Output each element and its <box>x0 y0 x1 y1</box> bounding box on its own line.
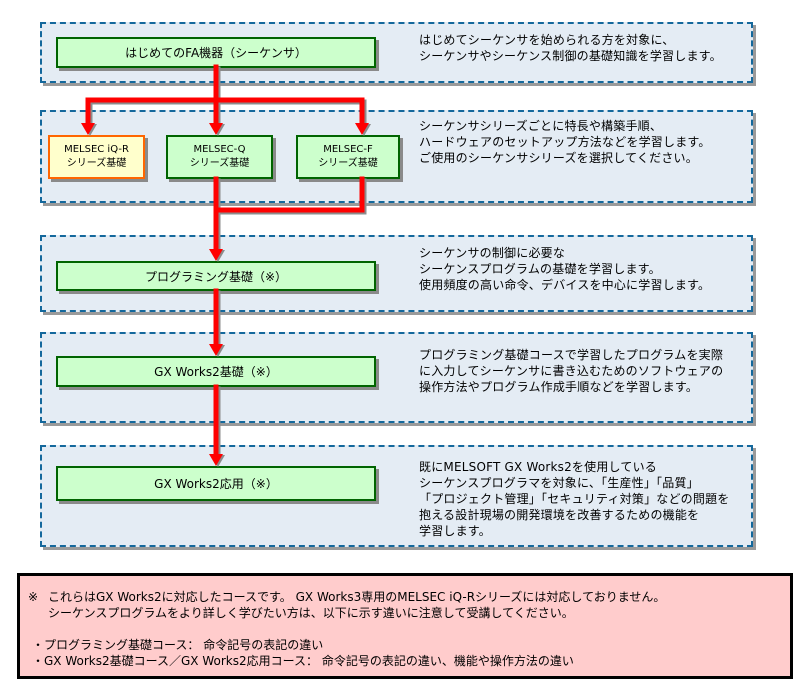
description-line: プログラミング基礎コースで学習したプログラムを実際 <box>419 348 724 362</box>
section-gx-basics-description: プログラミング基礎コースで学習したプログラムを実際 に入力してシーケンサに書き込… <box>419 347 723 395</box>
description-line: に入力してシーケンサに書き込むためのソフトウェアの <box>419 364 724 378</box>
note-box: ※ これらはGX Works2に対応したコースです。 GX Works3専用のM… <box>17 573 793 679</box>
description-line: 使用頻度の高い命令、デバイスを中心に学習します。 <box>419 278 711 292</box>
description-line: シーケンサやシーケンス制御の基礎知識を学習します。 <box>419 49 722 63</box>
description-line: 操作方法やプログラム作成手順などを学習します。 <box>419 380 699 394</box>
section-series-description: シーケンサシリーズごとに特長や構築手順、 ハードウェアのセットアップ方法などを学… <box>419 118 711 166</box>
course-gx-works2-applied[interactable]: GX Works2応用（※） <box>56 466 376 501</box>
note-bullet: ・GX Works2基礎コース／GX Works2応用コース： 命令記号の表記の… <box>32 654 574 668</box>
course-programming-basics[interactable]: プログラミング基礎（※） <box>56 261 376 291</box>
course-label-line1: MELSEC-Q <box>193 144 246 155</box>
course-label: プログラミング基礎（※） <box>144 269 288 284</box>
description-line: 抱える設計現場の開発環境を改善するための機能を <box>419 508 700 522</box>
description-line: シーケンスプログラマを対象に、「生産性」「品質」 <box>419 476 699 490</box>
note-line-2: シーケンスプログラムをより詳しく学びたい方は、以下に示す違いに注意して受講してく… <box>48 606 574 620</box>
course-fa-intro[interactable]: はじめてのFA機器（シーケンサ） <box>56 37 376 68</box>
description-line: ハードウェアのセットアップ方法などを学習します。 <box>419 135 711 149</box>
description-line: 既にMELSOFT GX Works2を使用している <box>419 460 657 474</box>
description-line: 学習します。 <box>419 524 492 538</box>
description-line: はじめてシーケンサを始められる方を対象に、 <box>419 33 675 47</box>
note-bullet: ・プログラミング基礎コース： 命令記号の表記の違い <box>32 638 324 652</box>
course-label: GX Works2基礎（※） <box>154 365 278 379</box>
course-label-line1: MELSEC iQ-R <box>64 144 129 155</box>
description-line: シーケンサシリーズごとに特長や構築手順、 <box>419 119 663 133</box>
course-label-line2: シリーズ基礎 <box>189 158 250 169</box>
course-label: はじめてのFA機器（シーケンサ） <box>125 46 307 60</box>
course-melsec-f[interactable]: MELSEC-F シリーズ基礎 <box>296 135 400 179</box>
course-gx-works2-basics[interactable]: GX Works2基礎（※） <box>56 356 376 387</box>
course-melsec-q[interactable]: MELSEC-Q シリーズ基礎 <box>166 135 273 179</box>
note-mark: ※ <box>28 590 39 604</box>
note-line-1: これらはGX Works2に対応したコースです。 GX Works3専用のMEL… <box>48 590 666 604</box>
section-gx-applied-description: 既にMELSOFT GX Works2を使用している シーケンスプログラマを対象… <box>419 459 729 539</box>
section-programming-description: シーケンサの制御に必要な シーケンスプログラムの基礎を学習します。 使用頻度の高… <box>419 245 710 293</box>
course-melsec-iq-r[interactable]: MELSEC iQ-R シリーズ基礎 <box>48 135 145 179</box>
description-line: ご使用のシーケンサシリーズを選択してください。 <box>419 151 698 165</box>
course-label-line2: シリーズ基礎 <box>66 158 127 169</box>
section-intro-description: はじめてシーケンサを始められる方を対象に、 シーケンサやシーケンス制御の基礎知識… <box>419 32 722 64</box>
description-line: 「プロジェクト管理」「セキュリティ対策」などの問題を <box>419 492 730 506</box>
description-line: シーケンスプログラムの基礎を学習します。 <box>419 262 661 276</box>
description-line: シーケンサの制御に必要な <box>419 246 566 260</box>
course-label: GX Works2応用（※） <box>154 477 278 491</box>
course-label-line2: シリーズ基礎 <box>318 158 378 169</box>
course-label-line1: MELSEC-F <box>323 144 373 155</box>
